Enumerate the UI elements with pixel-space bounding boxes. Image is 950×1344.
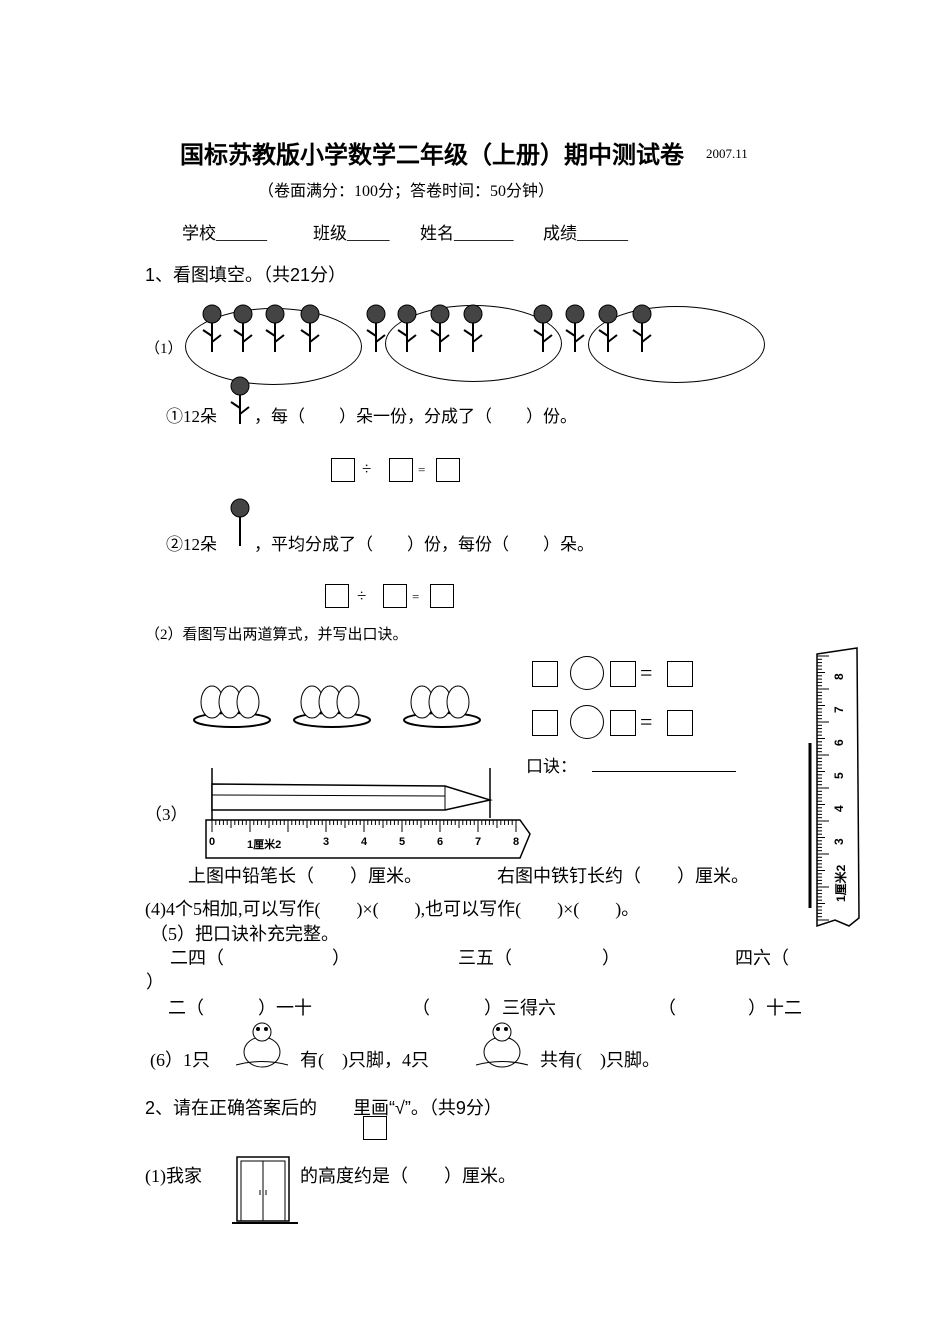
pear-plate-icon [403,685,481,728]
field-class[interactable]: 班级_____ [313,224,390,243]
ruler-tick-label: 6 [437,836,444,848]
group-ellipse [588,306,765,383]
flowers-illustration [202,304,652,546]
answer-box[interactable] [383,584,407,608]
ruler-tick-label: 5 [399,836,406,848]
ruler-tick-label: 6 [832,739,846,746]
flower-icon [230,376,250,424]
koujue-label: 口诀： [526,757,577,776]
answer-box[interactable] [331,458,355,482]
frog-icon [235,1022,289,1068]
q1-p6-b: 有( )只脚，4只 [300,1050,429,1070]
page-title: 国标苏教版小学数学二年级（上册）期中测试卷 [180,142,684,169]
ruler-tick-label: 1厘米2 [834,864,848,902]
field-score[interactable]: 成绩______ [543,224,628,243]
ruler-tick-label: 8 [513,836,520,848]
pear-plate-icon [293,685,371,728]
q1-p1-a-prefix: ①12朵 [166,407,217,426]
exam-date: 2007.11 [706,146,748,161]
q1-p6-a: (6）1只 [150,1050,210,1070]
pear-plates-illustration [193,685,481,728]
equals-sign: = [418,462,426,477]
q1-p1-label: （1） [145,341,183,357]
q1-p5-label: （5）把口诀补充完整。 [150,924,339,944]
field-school[interactable]: 学校______ [182,224,267,243]
operator-circle[interactable] [570,705,604,739]
q1-p3-nail: 右图中铁钉长约（ ）厘米。 [497,866,749,886]
ruler-tick-label: 0 [209,836,216,848]
operator-circle[interactable] [570,656,604,690]
ruler-tick-label: 7 [475,836,482,848]
equals-sign: = [412,589,420,604]
flower-icon [230,498,250,546]
door-icon [232,1156,298,1224]
q1-p2-label: （2）看图写出两道算式，并写出口诀。 [145,627,408,643]
flower-icon [233,304,253,352]
koujue-item-cont: ） [146,972,164,992]
frog-icon [475,1022,529,1068]
q1-p6-c: 共有( )只脚。 [540,1050,660,1070]
flower-icon [202,304,222,352]
answer-box[interactable] [667,661,693,687]
answer-box[interactable] [532,661,558,687]
ruler-tick-label: 3 [832,838,846,845]
flower-icon [533,304,553,352]
equals-sign: = [640,709,653,734]
flower-icon [366,304,386,352]
check-box-sample [363,1116,387,1140]
q2-heading: 2、请在正确答案后的 里画“√”。（共9分） [145,1098,502,1118]
ruler-tick-label: 3 [323,836,330,848]
ruler-tick-label: 4 [361,836,368,848]
vertical-ruler-nail-illustration [808,647,860,928]
flower-icon [397,304,417,352]
ruler-tick-label: 4 [832,805,846,812]
flower-icon [265,304,285,352]
answer-box[interactable] [667,710,693,736]
flower-icon [300,304,320,352]
koujue-item[interactable]: 二四（ ） [170,948,350,968]
koujue-item[interactable]: 二（ ）一十 [168,998,312,1018]
koujue-item[interactable]: （ ）三得六 [412,998,556,1018]
q1-p3-pencil: 上图中铅笔长（ ）厘米。 [188,866,422,886]
ruler-tick-label: 1厘米2 [247,839,282,851]
ruler-tick-label: 8 [832,673,846,680]
q1-p1-b-prefix: ②12朵 [166,535,217,554]
flower-icon [565,304,585,352]
q1-p4: (4)4个5相加,可以写作( )×( ),也可以写作( )×( )。 [145,899,640,919]
flower-icon [598,304,618,352]
answer-box[interactable] [430,584,454,608]
answer-box[interactable] [436,458,460,482]
flower-icon [632,304,652,352]
koujue-item[interactable]: 四六（ [735,948,789,968]
subtitle: （卷面满分：100分；答卷时间：50分钟） [258,183,555,200]
answer-box[interactable] [610,710,636,736]
q1-heading: 1、看图填空。（共21分） [145,265,347,285]
koujue-blank[interactable] [592,771,736,772]
answer-box[interactable] [532,710,558,736]
answer-box[interactable] [325,584,349,608]
flower-icon [463,304,483,352]
field-name[interactable]: 姓名_______ [420,224,514,243]
q1-p1-a-text: ，每（ ）朵一份，分成了（ ）份。 [254,407,577,426]
koujue-item[interactable]: 三五（ ） [458,948,620,968]
q2-p1-prefix: (1)我家 [145,1166,202,1186]
q1-p1-b-text: ，平均分成了（ ）份，每份（ ）朵。 [254,535,594,554]
equals-sign: = [640,660,653,685]
ruler-tick-label: 5 [832,772,846,779]
pear-plate-icon [193,685,271,728]
q1-p3-label: （3） [145,805,188,824]
flower-icon [430,304,450,352]
answer-box[interactable] [610,661,636,687]
pencil-ruler-illustration [205,768,531,859]
ruler-tick-label: 7 [832,706,846,713]
divide-sign: ÷ [362,459,372,478]
q2-p1-text: 的高度约是（ ）厘米。 [300,1166,516,1186]
koujue-item[interactable]: （ ）十二 [658,998,802,1018]
answer-box[interactable] [389,458,413,482]
divide-sign: ÷ [357,586,367,605]
